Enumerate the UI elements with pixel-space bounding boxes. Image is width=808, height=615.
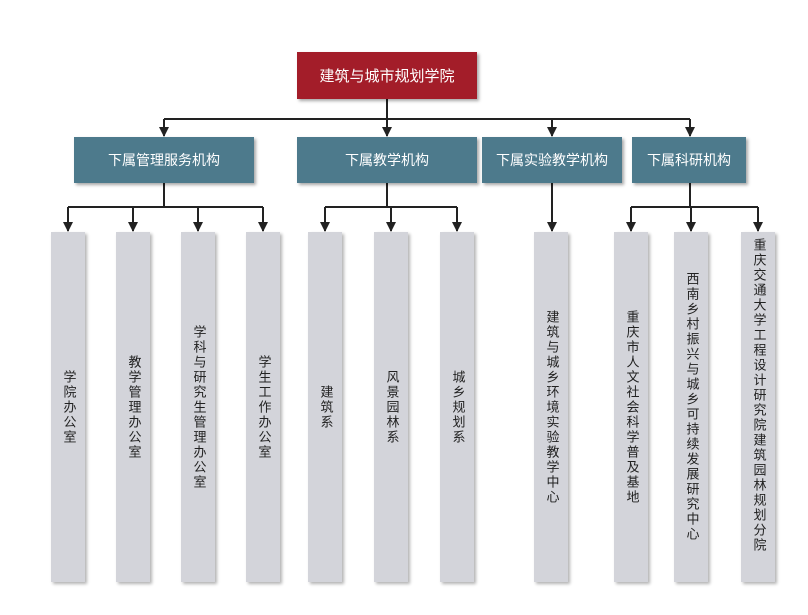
unit-label-student-affairs-office: 学生工作办公室 <box>255 354 271 460</box>
unit-label-college-office: 学院办公室 <box>60 369 76 445</box>
unit-label-graduate-admin-office: 学科与研究生管理办公室 <box>190 324 206 490</box>
group-node-management: 下属管理服务机构 <box>74 137 254 183</box>
unit-label-design-institute-branch: 重庆交通大学工程设计研究院建筑园林规划分院 <box>750 238 766 553</box>
unit-label-planning-dept: 城乡规划系 <box>449 369 465 445</box>
group-node-lab-teaching: 下属实验教学机构 <box>482 137 622 183</box>
unit-box-design-institute-branch: 重庆交通大学工程设计研究院建筑园林规划分院 <box>741 232 775 582</box>
unit-label-landscape-dept: 风景园林系 <box>383 369 399 445</box>
unit-box-architecture-dept: 建筑系 <box>308 232 342 582</box>
group-node-teaching: 下属教学机构 <box>297 137 477 183</box>
unit-box-landscape-dept: 风景园林系 <box>374 232 408 582</box>
root-label: 建筑与城市规划学院 <box>319 67 455 85</box>
root-node: 建筑与城市规划学院 <box>297 52 477 99</box>
unit-label-humanities-base: 重庆市人文社会科学普及基地 <box>623 309 639 505</box>
unit-box-humanities-base: 重庆市人文社会科学普及基地 <box>614 232 648 582</box>
unit-label-rural-research-center: 西南乡村振兴与城乡可持续发展研究中心 <box>683 272 699 542</box>
unit-box-college-office: 学院办公室 <box>51 232 85 582</box>
unit-box-student-affairs-office: 学生工作办公室 <box>246 232 280 582</box>
group-label-management: 下属管理服务机构 <box>108 153 220 169</box>
unit-box-rural-research-center: 西南乡村振兴与城乡可持续发展研究中心 <box>674 232 708 582</box>
group-label-lab-teaching: 下属实验教学机构 <box>496 153 608 169</box>
unit-label-teaching-admin-office: 教学管理办公室 <box>125 354 141 460</box>
unit-label-architecture-dept: 建筑系 <box>317 384 333 430</box>
unit-box-planning-dept: 城乡规划系 <box>440 232 474 582</box>
group-label-teaching: 下属教学机构 <box>345 153 429 169</box>
group-node-research: 下属科研机构 <box>632 137 746 183</box>
unit-label-experiment-center: 建筑与城乡环境实验教学中心 <box>543 309 559 505</box>
unit-box-teaching-admin-office: 教学管理办公室 <box>116 232 150 582</box>
group-label-research: 下属科研机构 <box>647 153 731 169</box>
unit-box-graduate-admin-office: 学科与研究生管理办公室 <box>181 232 215 582</box>
unit-box-experiment-center: 建筑与城乡环境实验教学中心 <box>534 232 568 582</box>
